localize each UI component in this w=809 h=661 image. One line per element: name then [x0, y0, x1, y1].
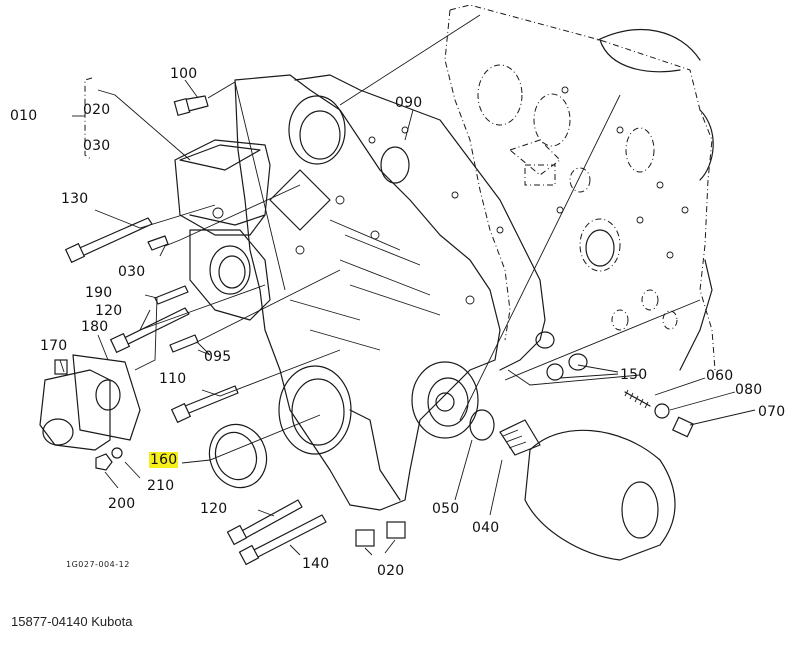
callout-190[interactable]: 190 — [85, 285, 113, 301]
leader-lines — [59, 14, 756, 556]
parts-diagram — [39, 4, 756, 566]
gear-case — [234, 74, 501, 511]
callout-200[interactable]: 200 — [108, 496, 136, 512]
bolts — [64, 95, 695, 566]
callout-040[interactable]: 040 — [472, 520, 500, 536]
oil-filter — [499, 419, 676, 561]
callout-210[interactable]: 210 — [147, 478, 175, 494]
callout-160-highlighted[interactable]: 160 — [149, 452, 179, 468]
callout-120-upper[interactable]: 120 — [95, 303, 123, 319]
callout-010[interactable]: 010 — [10, 108, 38, 124]
housing-010 — [174, 139, 271, 321]
callout-020-plugs[interactable]: 020 — [377, 563, 405, 579]
engine-block — [444, 4, 716, 371]
figure-code: 1G027-004-12 — [66, 560, 130, 569]
callout-030[interactable]: 030 — [118, 264, 146, 280]
oil-seal-160 — [208, 423, 268, 489]
gasket-090 — [294, 74, 546, 371]
callout-050[interactable]: 050 — [432, 501, 460, 517]
part-caption: 15877-04140 Kubota — [11, 614, 133, 629]
callout-180[interactable]: 180 — [81, 319, 109, 335]
callout-100[interactable]: 100 — [170, 66, 198, 82]
callout-130[interactable]: 130 — [61, 191, 89, 207]
callout-030-assembly[interactable]: 030 — [83, 138, 111, 154]
callout-150[interactable]: 150 — [620, 367, 648, 383]
callout-080[interactable]: 080 — [735, 382, 763, 398]
callout-070[interactable]: 070 — [758, 404, 786, 420]
callout-170[interactable]: 170 — [40, 338, 68, 354]
callout-120-lower[interactable]: 120 — [200, 501, 228, 517]
callout-020-assembly[interactable]: 020 — [83, 102, 111, 118]
pump-170 — [39, 354, 141, 451]
callout-140[interactable]: 140 — [302, 556, 330, 572]
callout-060[interactable]: 060 — [706, 368, 734, 384]
callout-110[interactable]: 110 — [159, 371, 187, 387]
callout-095[interactable]: 095 — [204, 349, 232, 365]
callout-090[interactable]: 090 — [395, 95, 423, 111]
